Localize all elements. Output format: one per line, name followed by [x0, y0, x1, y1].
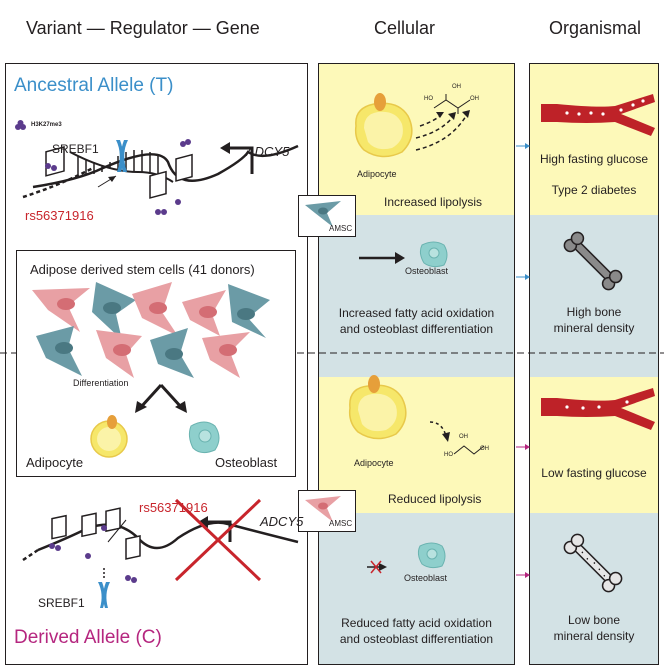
glycerol-oh-label-1: OH: [452, 84, 461, 90]
transcription-factor-icon: [98, 582, 110, 608]
stem-cell-cluster: [32, 282, 270, 378]
blood-vessel-icon: [541, 94, 655, 136]
cellular-top-blue: [318, 215, 515, 377]
glycerol-oh-label-2: OH: [470, 96, 479, 102]
glycerol-molecule-icon: [433, 94, 471, 114]
reduced-fao-label-1: Reduced fatty acid oxidation: [341, 616, 492, 630]
lipolysis-arrow-reduced: [429, 421, 450, 442]
derived-allele-title: Derived Allele (C): [14, 627, 162, 648]
blood-vessel-icon: [541, 388, 655, 430]
bottom-osteoblast-label: Osteoblast: [404, 573, 448, 583]
header-variant-regulator-gene: Variant — Regulator — Gene: [26, 18, 260, 38]
promoter-arrow-icon: [220, 142, 254, 174]
low-bmd-label-1: Low bone: [567, 613, 621, 627]
header-organismal: Organismal: [549, 18, 642, 38]
rs-bottom-label: rs56371916: [139, 500, 208, 515]
stem-cell-icon: [32, 282, 270, 378]
bone-icon: [563, 533, 623, 593]
glycerol-oh-label-1: OH: [459, 434, 468, 440]
osteoblast-arrow: [359, 252, 405, 264]
cellular-bottom-blue: [318, 513, 515, 665]
bone-icon: [563, 231, 623, 291]
increased-lipolysis-label: Increased lipolysis: [384, 195, 483, 209]
adcy5-bottom-label: ADCY5: [260, 514, 304, 529]
dna-helix-icon: [22, 498, 299, 608]
inhibited-osteoblast-arrow: [367, 560, 387, 574]
h3k27me3-label: H3K27me3: [31, 122, 62, 128]
adipocyte-icon: [348, 375, 407, 440]
organismal-top-yellow: [529, 63, 659, 215]
ancestral-allele-title: Ancestral Allele (T): [14, 75, 174, 96]
high-bmd-label-1: High bone: [566, 305, 622, 319]
srebf1-top-label: SREBF1: [52, 142, 99, 156]
low-fasting-glucose-label: Low fasting glucose: [541, 466, 647, 480]
top-osteoblast-label: Osteoblast: [405, 266, 449, 276]
amsc-bottom-box: AMSC: [298, 490, 356, 532]
low-bmd-label-2: mineral density: [553, 629, 635, 643]
rs-top-label: rs56371916: [25, 208, 94, 223]
high-fasting-glucose-label: High fasting glucose: [539, 152, 649, 166]
increased-fao-label-2: and osteoblast differentiation: [339, 322, 494, 336]
osteoblast-icon: [188, 421, 220, 454]
adsc-title: Adipose derived stem cells (41 donors): [30, 262, 255, 277]
srebf1-bottom-label: SREBF1: [38, 596, 85, 610]
adipocyte-icon: [90, 415, 128, 458]
histone-mark-icon: [15, 120, 26, 130]
increased-fao-label-1: Increased fatty acid oxidation: [338, 306, 495, 320]
organismal-top-blue: [529, 215, 659, 377]
column-connectors: [516, 143, 530, 578]
transcription-factor-icon: [116, 140, 128, 172]
nucleosome-icon: [51, 507, 141, 560]
promoter-arrow-icon: [198, 516, 232, 542]
differentiation-label: Differentiation: [73, 378, 129, 388]
lipolysis-arrows: [415, 110, 470, 151]
cellular-top-yellow: [318, 63, 515, 215]
adcy5-top-label: ADCY5: [246, 144, 290, 159]
differentiation-arrows: [135, 383, 187, 413]
amsc-top-box: AMSC: [298, 195, 356, 237]
inhibition-cross-icon: [174, 498, 262, 582]
glycerol-ho-label: HO: [424, 96, 433, 102]
adipocyte-icon: [354, 93, 413, 158]
top-adipocyte-label: Adipocyte: [357, 169, 397, 179]
glycerol-oh-label-2: OH: [480, 446, 489, 452]
type-2-diabetes-label: Type 2 diabetes: [551, 183, 637, 197]
organismal-bottom-blue: [529, 513, 659, 665]
header-cellular: Cellular: [374, 18, 436, 38]
osteoblast-icon: [419, 241, 448, 268]
stem-cell-icon: [305, 201, 341, 227]
reduced-fao-label-2: and osteoblast differentiation: [339, 632, 494, 646]
osteoblast-icon: [417, 542, 446, 569]
glycerol-ho-label: HO: [444, 452, 453, 458]
bottom-adipocyte-label: Adipocyte: [354, 458, 394, 468]
reduced-lipolysis-label: Reduced lipolysis: [388, 492, 482, 506]
organismal-column: [529, 63, 659, 665]
adipocyte-label: Adipocyte: [26, 455, 84, 470]
osteoblast-label: Osteoblast: [215, 455, 278, 470]
high-bmd-label-2: mineral density: [553, 321, 635, 335]
nucleosome-icon: [45, 146, 193, 199]
dna-helix-icon: [22, 139, 299, 215]
glycerol-molecule-icon: [453, 445, 485, 455]
stem-cell-icon: [305, 496, 341, 522]
